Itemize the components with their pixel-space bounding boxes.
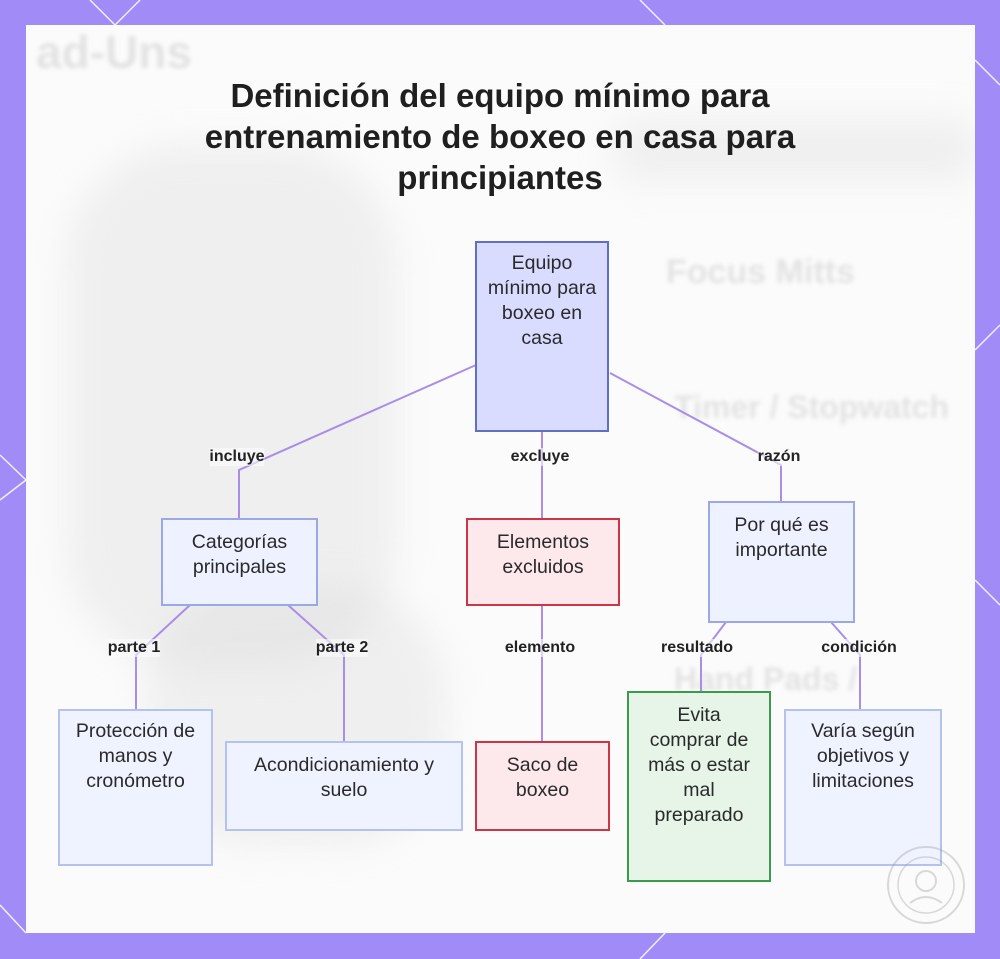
edge-parte1 bbox=[136, 605, 190, 709]
node-evita-label: Evita comprar de más o estar mal prepara… bbox=[639, 703, 759, 828]
edge-parte2 bbox=[288, 605, 344, 741]
edge-label-incluye: incluye bbox=[209, 448, 264, 466]
node-acondicionamiento-label: Acondicionamiento y suelo bbox=[233, 753, 455, 803]
edge-label-excluye: excluye bbox=[511, 448, 570, 466]
node-root: Equipo mínimo para boxeo en casa bbox=[475, 241, 609, 432]
node-acondicionamiento: Acondicionamiento y suelo bbox=[225, 741, 463, 831]
node-excluidos-label: Elementos excluidos bbox=[474, 530, 612, 580]
node-proteccion: Protección de manos y cronómetro bbox=[58, 709, 213, 866]
node-excluidos: Elementos excluidos bbox=[466, 518, 620, 606]
edge-label-elemento: elemento bbox=[505, 639, 575, 657]
node-categorias: Categorías principales bbox=[161, 518, 318, 606]
node-varia-label: Varía según objetivos y limitaciones bbox=[794, 719, 932, 794]
diagram-canvas: ad-Uns Focus Mitts Timer / Stopwatch Han… bbox=[26, 25, 975, 933]
edge-condicion bbox=[831, 622, 860, 709]
node-saco-label: Saco de boxeo bbox=[485, 753, 600, 803]
node-evita: Evita comprar de más o estar mal prepara… bbox=[627, 691, 771, 882]
edge-incluye bbox=[239, 365, 476, 518]
watermark-seal bbox=[884, 843, 968, 927]
node-saco: Saco de boxeo bbox=[475, 741, 610, 831]
node-root-label: Equipo mínimo para boxeo en casa bbox=[485, 251, 599, 351]
edge-label-condicion: condición bbox=[821, 639, 897, 657]
node-porque: Por qué es importante bbox=[708, 501, 855, 623]
node-proteccion-label: Protección de manos y cronómetro bbox=[66, 719, 205, 794]
edge-label-parte1: parte 1 bbox=[108, 639, 160, 657]
edge-razon bbox=[610, 373, 781, 501]
edge-label-razon: razón bbox=[758, 448, 801, 466]
node-porque-label: Por qué es importante bbox=[718, 513, 845, 563]
edge-label-resultado: resultado bbox=[661, 639, 733, 657]
edge-label-parte2: parte 2 bbox=[316, 639, 368, 657]
node-categorias-label: Categorías principales bbox=[169, 530, 310, 580]
